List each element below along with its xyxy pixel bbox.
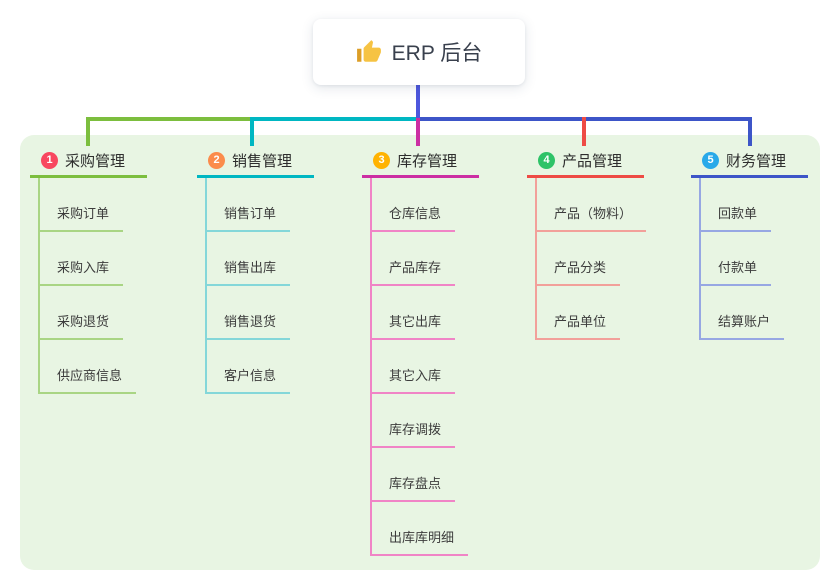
child-node-label: 采购退货 (40, 311, 124, 340)
child-node-label: 库存调拨 (372, 419, 456, 448)
child-node[interactable]: 其它出库 (372, 286, 479, 340)
child-node-label: 销售订单 (207, 203, 291, 232)
child-node[interactable]: 产品库存 (372, 232, 479, 286)
child-node-label: 供应商信息 (40, 365, 137, 394)
child-node[interactable]: 采购入库 (40, 232, 147, 286)
child-node[interactable]: 客户信息 (207, 340, 314, 394)
child-node-label: 采购订单 (40, 203, 124, 232)
branch-label: 产品管理 (562, 152, 623, 170)
thumbs-up-icon (356, 40, 381, 62)
branch-index-badge: 5 (702, 151, 719, 169)
child-node[interactable]: 结算账户 (701, 286, 808, 340)
child-node[interactable]: 库存盘点 (372, 448, 479, 502)
root-node[interactable]: ERP 后台 (313, 19, 525, 85)
child-node[interactable]: 库存调拨 (372, 394, 479, 448)
branch-label: 库存管理 (397, 152, 458, 170)
child-node-label: 销售出库 (207, 257, 291, 286)
branch-finance: 5 财务管理 回款单 付款单 结算账户 (691, 145, 808, 340)
child-node-label: 产品分类 (537, 257, 621, 286)
child-node-label: 结算账户 (701, 311, 785, 340)
child-node[interactable]: 供应商信息 (40, 340, 147, 394)
child-node-label: 销售退货 (207, 311, 291, 340)
connector-drop-branch-4 (582, 117, 586, 146)
branch-purchase: 1 采购管理 采购订单 采购入库 采购退货 供应商信息 (30, 145, 147, 394)
connector-trunk (416, 84, 420, 118)
child-node[interactable]: 仓库信息 (372, 178, 479, 232)
child-node[interactable]: 出库库明细 (372, 502, 479, 556)
connector-horizontal-branch-1 (86, 117, 254, 121)
child-node[interactable]: 产品单位 (537, 286, 646, 340)
child-node-label: 客户信息 (207, 365, 291, 394)
branch-sales: 2 销售管理 销售订单 销售出库 销售退货 客户信息 (197, 145, 314, 394)
connector-drop-branch-1 (86, 117, 90, 146)
child-node-label: 产品（物料） (537, 203, 647, 232)
branch-children: 仓库信息 产品库存 其它出库 其它入库 库存调拨 库存盘点 出库库明细 (370, 178, 479, 556)
branch-children: 产品（物料） 产品分类 产品单位 (535, 178, 647, 340)
child-node[interactable]: 回款单 (701, 178, 808, 232)
child-node[interactable]: 销售订单 (207, 178, 314, 232)
child-node[interactable]: 产品（物料） (537, 178, 647, 232)
child-node-label: 库存盘点 (372, 473, 456, 502)
child-node-label: 采购入库 (40, 257, 124, 286)
branch-index-badge: 4 (538, 151, 555, 169)
branch-node[interactable]: 2 销售管理 (197, 145, 314, 178)
child-node-label: 出库库明细 (372, 527, 469, 556)
branch-node[interactable]: 4 产品管理 (527, 145, 644, 178)
branch-node[interactable]: 5 财务管理 (691, 145, 808, 178)
branch-children: 回款单 付款单 结算账户 (699, 178, 808, 340)
branch-node[interactable]: 1 采购管理 (30, 145, 147, 178)
root-title: ERP 后台 (391, 42, 483, 65)
child-node-label: 付款单 (701, 257, 772, 286)
branch-index-badge: 3 (373, 151, 390, 169)
child-node[interactable]: 付款单 (701, 232, 808, 286)
child-node-label: 仓库信息 (372, 203, 456, 232)
branch-label: 销售管理 (232, 152, 293, 170)
map-background-panel (20, 135, 820, 570)
branch-inventory: 3 库存管理 仓库信息 产品库存 其它出库 其它入库 库存调拨 库存盘点 出库库… (362, 145, 479, 556)
branch-label: 采购管理 (65, 152, 126, 170)
child-node-label: 产品库存 (372, 257, 456, 286)
branch-index-badge: 2 (208, 151, 225, 169)
connector-drop-branch-2 (250, 117, 254, 146)
branch-product: 4 产品管理 产品（物料） 产品分类 产品单位 (527, 145, 647, 340)
child-node[interactable]: 其它入库 (372, 340, 479, 394)
connector-drop-branch-5 (748, 117, 752, 146)
branch-index-badge: 1 (41, 151, 58, 169)
branch-children: 采购订单 采购入库 采购退货 供应商信息 (38, 178, 147, 394)
branch-label: 财务管理 (726, 152, 787, 170)
child-node[interactable]: 产品分类 (537, 232, 646, 286)
child-node-label: 产品单位 (537, 311, 621, 340)
branch-children: 销售订单 销售出库 销售退货 客户信息 (205, 178, 314, 394)
connector-horizontal-branch-2 (250, 117, 420, 121)
child-node-label: 其它入库 (372, 365, 456, 394)
child-node[interactable]: 销售出库 (207, 232, 314, 286)
child-node[interactable]: 销售退货 (207, 286, 314, 340)
child-node[interactable]: 采购退货 (40, 286, 147, 340)
child-node-label: 回款单 (701, 203, 772, 232)
child-node[interactable]: 采购订单 (40, 178, 147, 232)
connector-drop-branch-3 (416, 117, 420, 146)
branch-node[interactable]: 3 库存管理 (362, 145, 479, 178)
child-node-label: 其它出库 (372, 311, 456, 340)
